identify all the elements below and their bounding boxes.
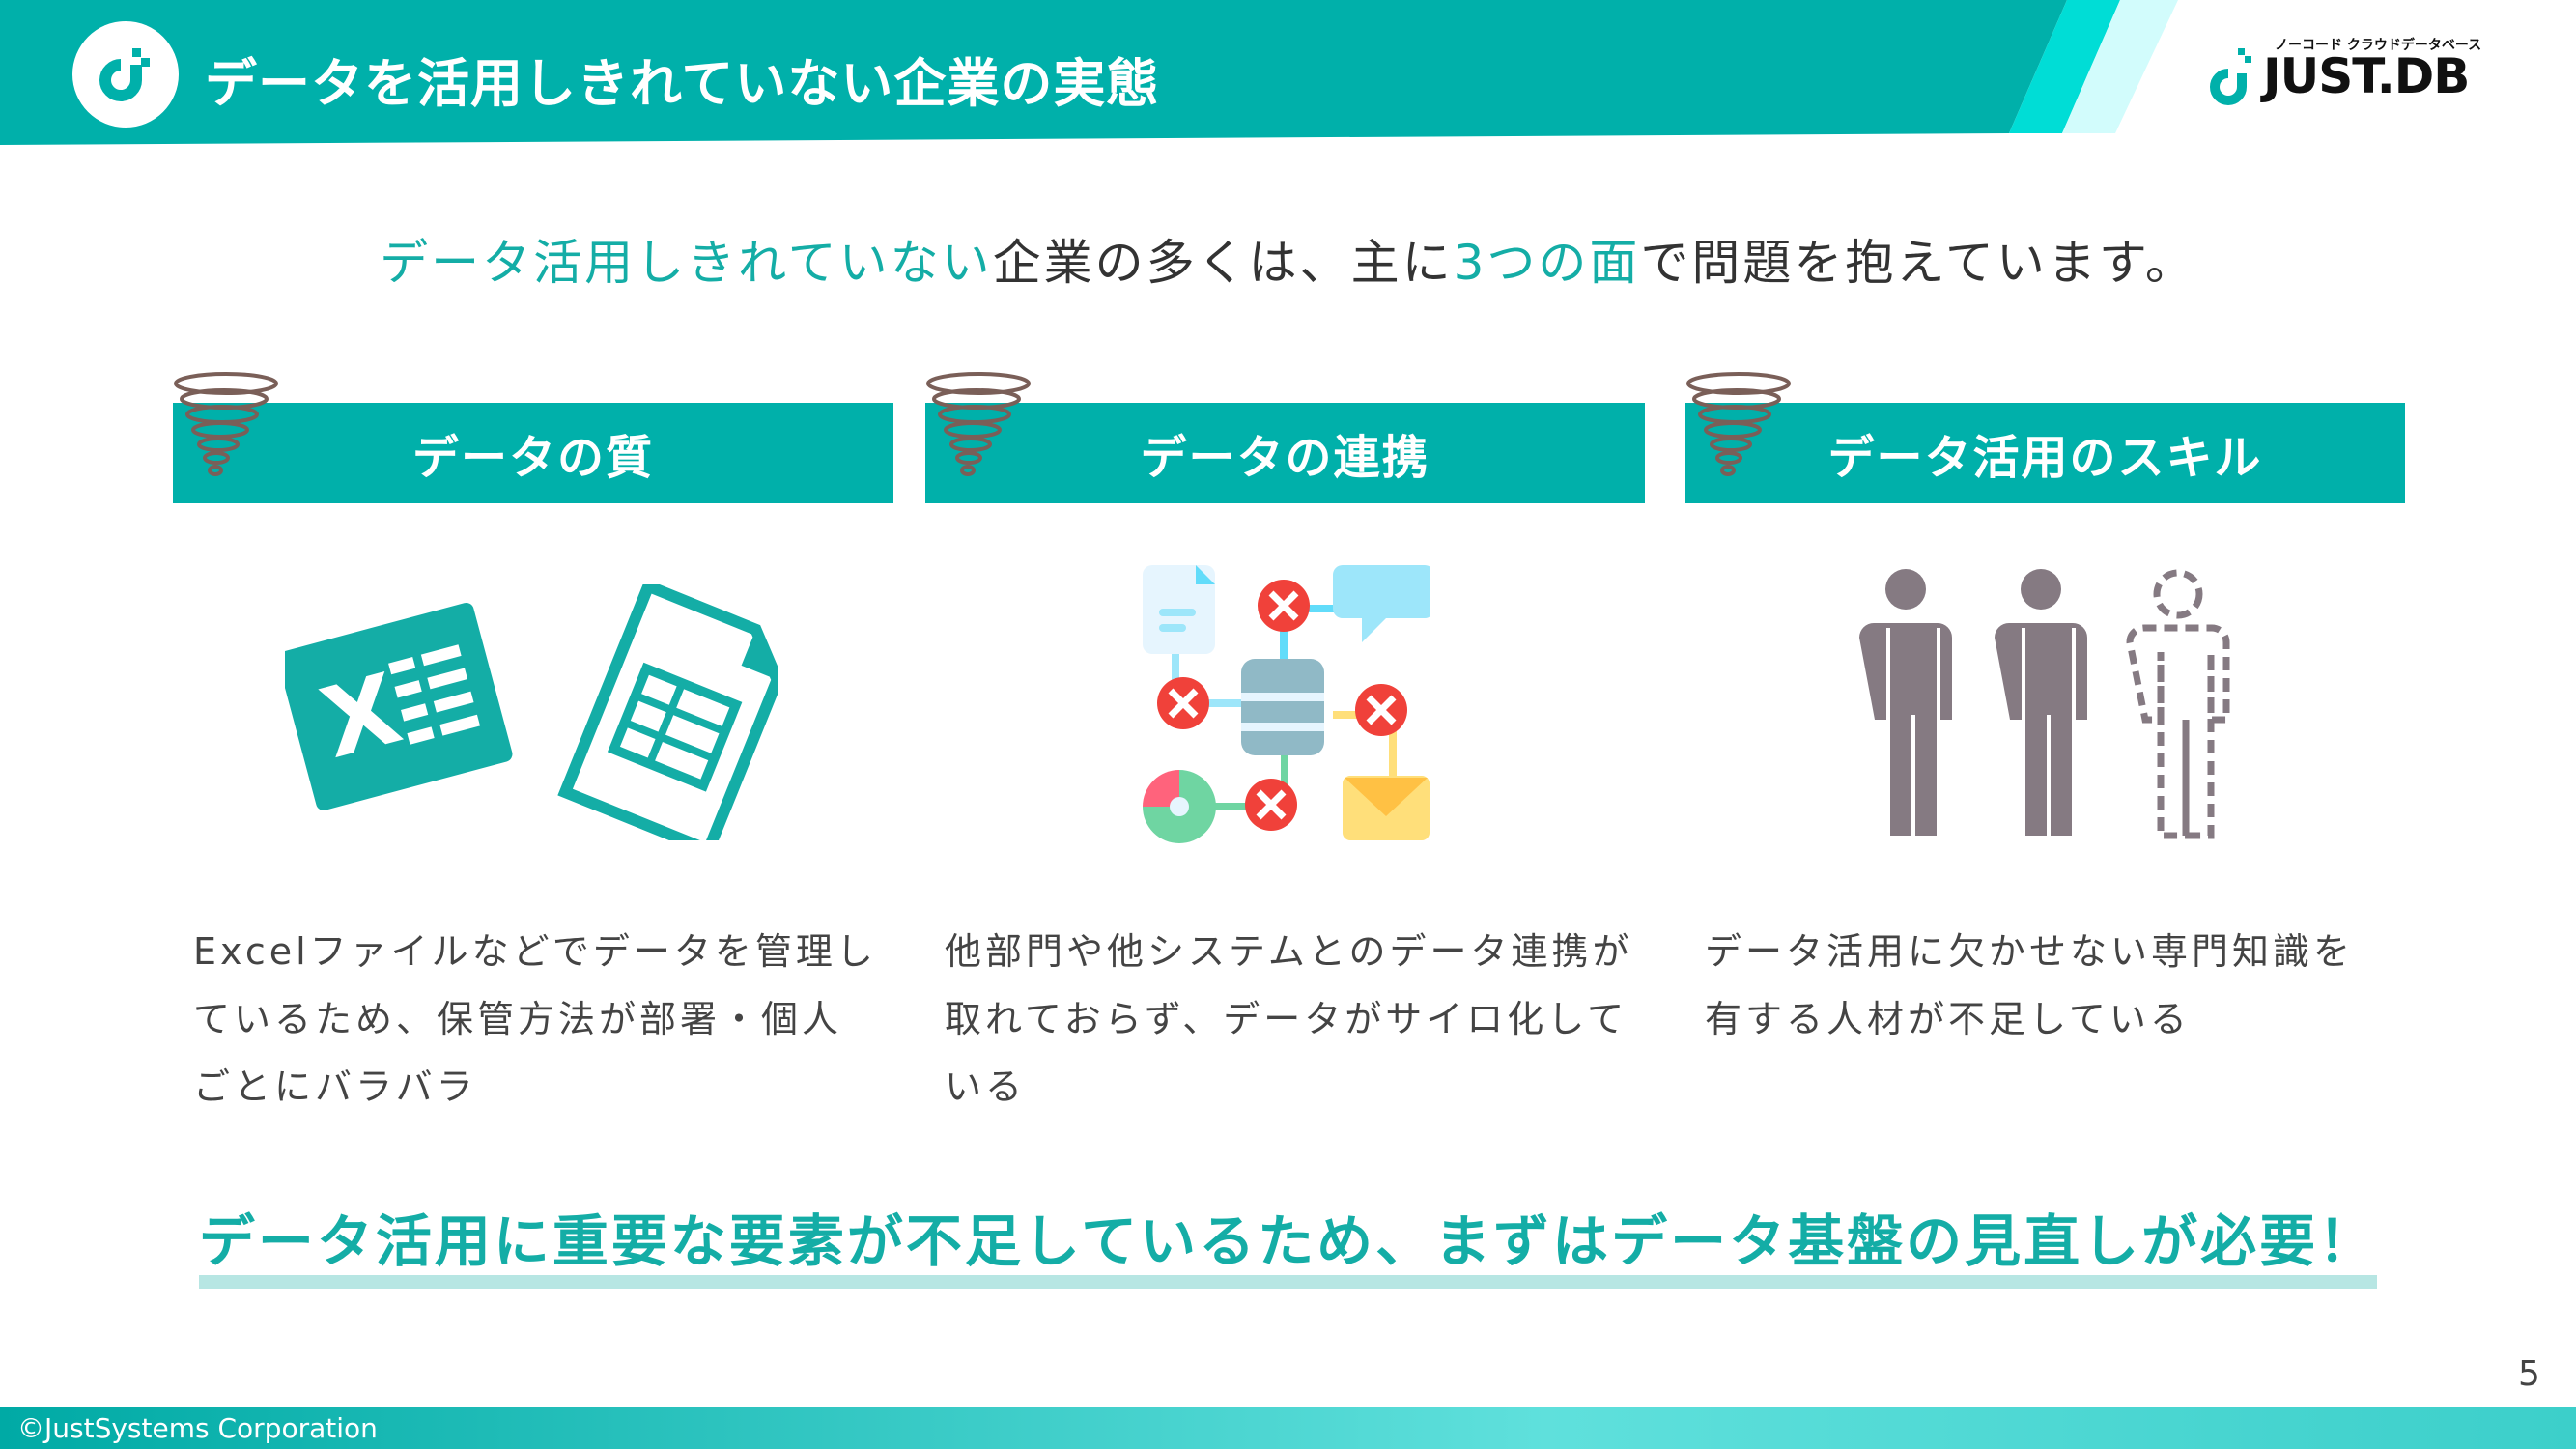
footer-copyright: ©JustSystems Corporation xyxy=(0,1407,2576,1449)
spreadsheet-files-icon: X xyxy=(285,584,778,840)
section-header-data-skills: データ活用のスキル xyxy=(1685,403,2405,503)
brand-name: JUST.DB xyxy=(2263,48,2470,104)
conclusion: データ活用に重要な要素が不足しているため、まずはデータ基盤の見直しが必要！ xyxy=(0,1208,2576,1289)
tornado-icon xyxy=(926,372,1031,476)
section-header-data-quality: データの質 xyxy=(173,403,893,503)
tornado-icon xyxy=(174,372,278,476)
section-description-data-skills: データ活用に欠かせない専門知識を有する人材が不足している xyxy=(1705,930,2355,1040)
section-header-data-integration: データの連携 xyxy=(925,403,1645,503)
brand-tagline: ノーコード クラウドデータベース xyxy=(2275,38,2482,53)
app-logo xyxy=(72,21,179,128)
section-description-data-quality: Excelファイルなどでデータを管理しているため、保管方法が部署・個人ごとにバラ… xyxy=(193,930,877,1108)
page-title: データを活用しきれていない企業の実態 xyxy=(205,53,1160,114)
tornado-icon xyxy=(1686,372,1791,476)
subtitle: データ活用しきれていない企業の多くは、主に3つの面で問題を抱えています。 xyxy=(380,235,2196,291)
brand-mark-icon xyxy=(2210,48,2251,105)
broken-data-integration-icon xyxy=(1143,565,1430,843)
missing-person-icon xyxy=(1859,569,2230,839)
logo-mark-icon xyxy=(99,48,150,101)
header-banner xyxy=(0,0,2178,145)
brand-logo: ノーコード クラウドデータベース JUST.DB xyxy=(2207,35,2487,112)
section-description-data-integration: 他部門や他システムとのデータ連携が取れておらず、データがサイロ化している xyxy=(945,930,1633,1108)
page-number: 5 xyxy=(2518,1354,2540,1394)
